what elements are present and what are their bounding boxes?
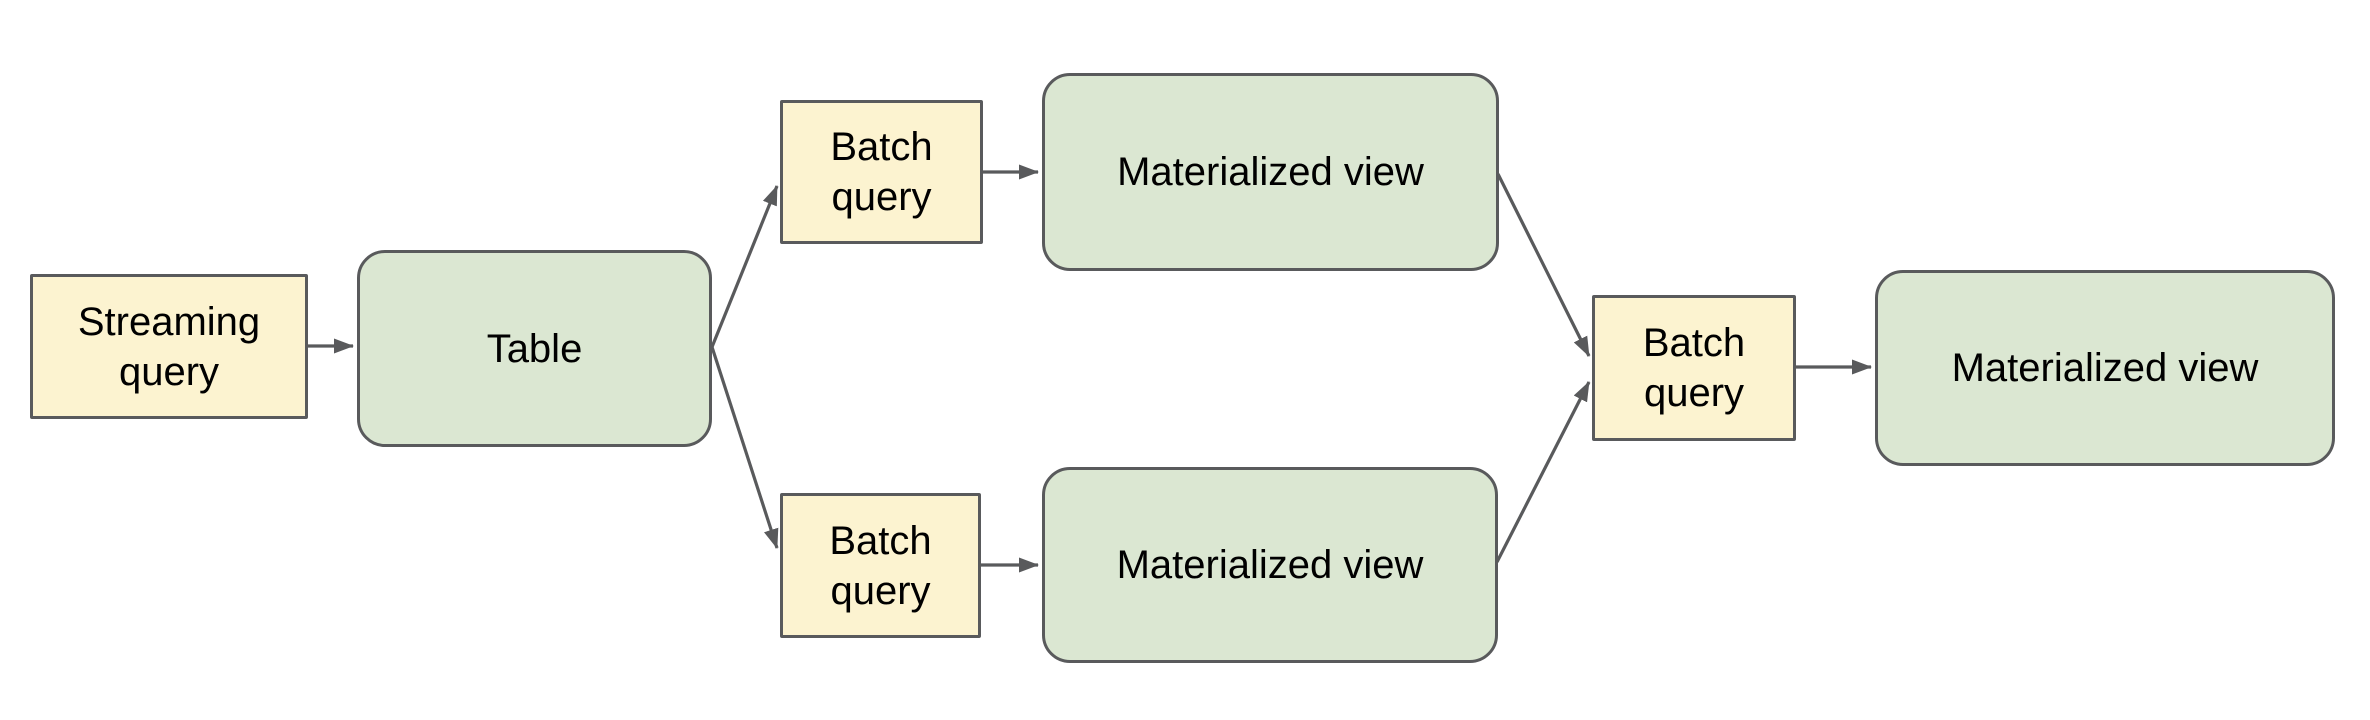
node-materialized-view-top: Materialized view	[1042, 73, 1499, 271]
node-streaming-query-label: Streaming query	[77, 299, 261, 394]
node-batch-query-right-label: Batch query	[1642, 321, 1746, 415]
node-batch-query-top-label: Batch query	[830, 125, 933, 219]
node-streaming-query: Streaming query	[30, 274, 308, 419]
node-batch-query-right: Batch query	[1592, 295, 1796, 441]
node-materialized-view-top-label: Materialized view	[1117, 150, 1424, 194]
node-materialized-view-right: Materialized view	[1875, 270, 2335, 466]
edge-materialized-view-bottom-to-batch-query-right	[1495, 381, 1591, 563]
node-materialized-view-bottom: Materialized view	[1042, 467, 1498, 663]
edge-table-to-batch-query-top	[710, 185, 779, 348]
node-table-label: Table	[486, 326, 583, 371]
node-materialized-view-bottom-label: Materialized view	[1116, 543, 1424, 587]
node-batch-query-bottom-label: Batch query	[829, 518, 932, 613]
node-batch-query-bottom: Batch query	[780, 493, 981, 638]
edge-table-to-batch-query-bottom	[710, 346, 779, 549]
edge-materialized-view-top-to-batch-query-right	[1496, 173, 1591, 357]
node-batch-query-top: Batch query	[780, 100, 983, 244]
node-table: Table	[357, 250, 712, 447]
node-materialized-view-right-label: Materialized view	[1951, 346, 2259, 390]
